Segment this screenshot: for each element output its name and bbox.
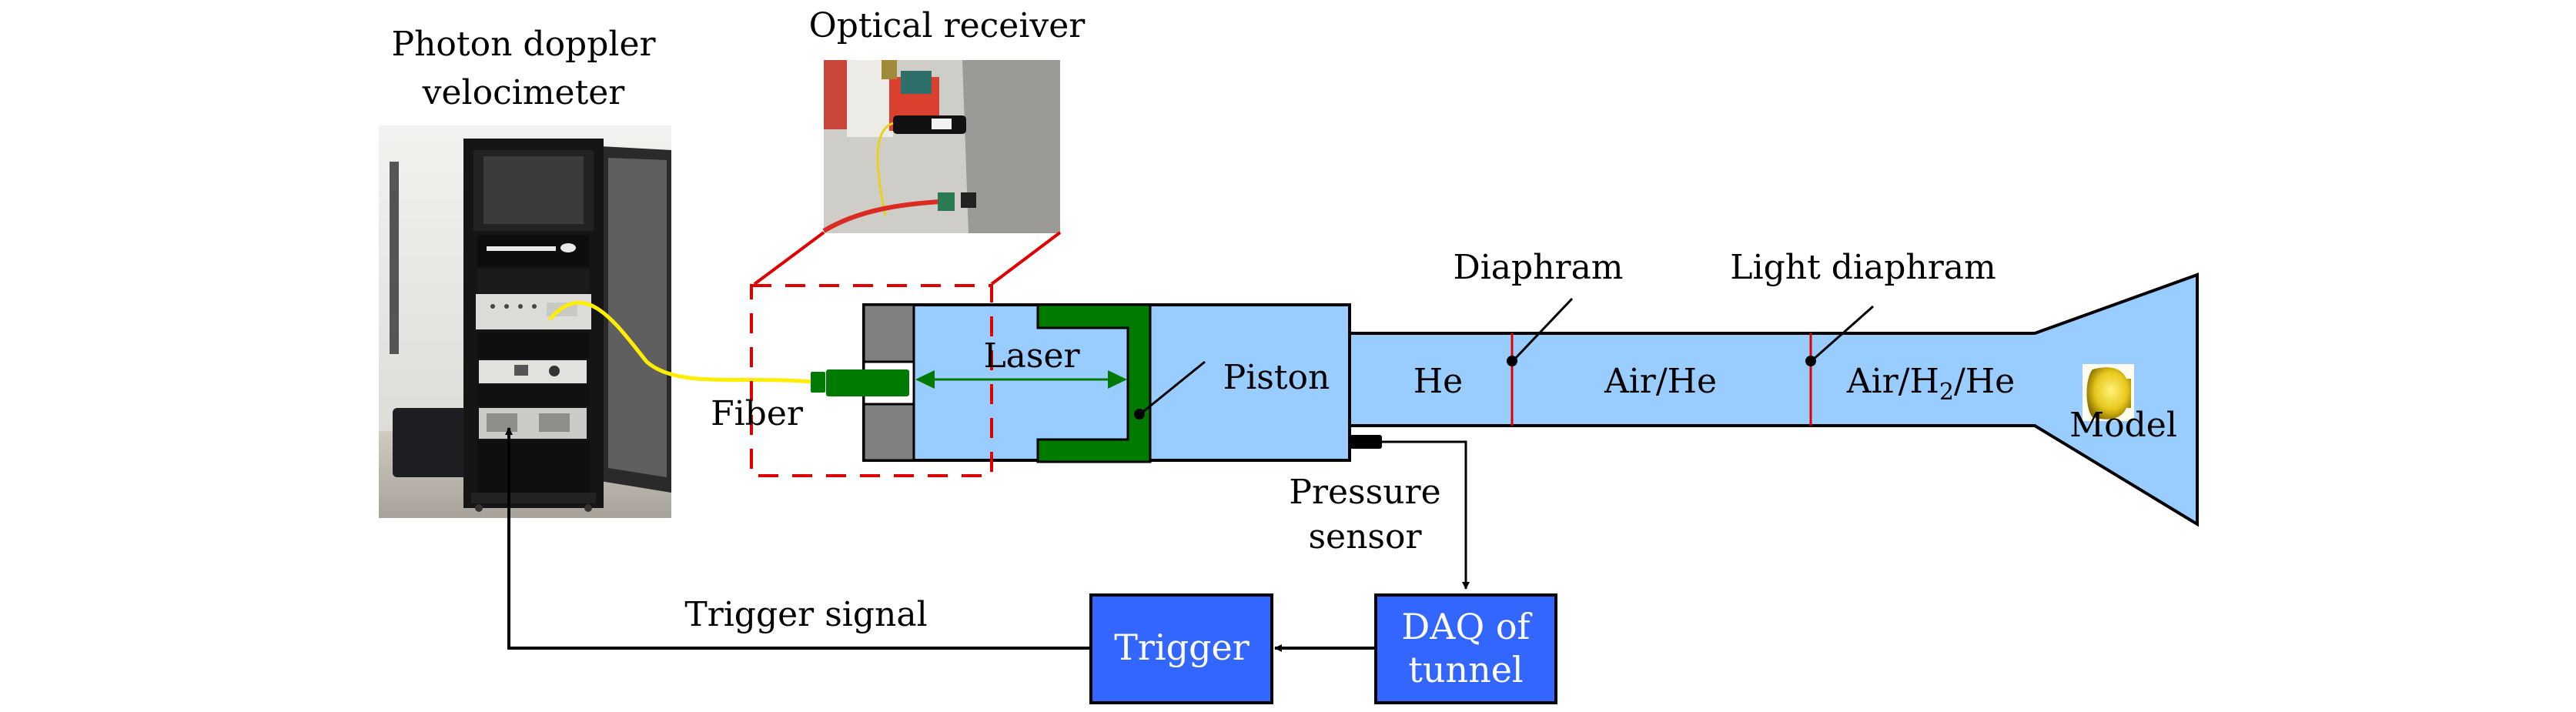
piston-label: Piston — [1223, 358, 1330, 397]
capsule-model-icon — [2083, 364, 2134, 421]
laser-arrowhead-right — [1108, 370, 1127, 389]
gas-section-he: He — [1413, 362, 1463, 401]
driven-tube — [1348, 272, 2199, 527]
trigger-box-label: Trigger — [1114, 627, 1250, 668]
sensor-wire — [1382, 440, 1470, 590]
laser-arrowhead-left — [915, 370, 935, 389]
trigger-signal-line — [505, 427, 1091, 650]
diaphragm-pointer-dot — [1507, 356, 1517, 366]
pdv-label-line2: velocimeter — [422, 73, 626, 112]
pressure-sensor-label-line1: Pressure — [1289, 473, 1440, 512]
pdv-label-line1: Photon doppler — [391, 25, 656, 64]
gas-section-air-he: Air/He — [1604, 362, 1717, 401]
optical-receiver-photo — [822, 60, 1060, 233]
zoom-line-right — [990, 231, 1062, 286]
diaphragm-label: Diaphram — [1453, 248, 1623, 287]
piston — [1036, 303, 1152, 463]
pressure-sensor-label-line2: sensor — [1308, 517, 1422, 557]
light-diaphragm-pointer-dot — [1805, 356, 1816, 366]
optical-receiver-label: Optical receiver — [809, 6, 1086, 45]
end-cap-bottom — [862, 403, 915, 462]
daq-box — [1374, 593, 1557, 704]
zoom-region-box — [750, 284, 993, 477]
fiber-probe — [811, 369, 909, 396]
pdv-rack-photo — [379, 125, 671, 518]
laser-label: Laser — [983, 336, 1080, 376]
daq-box-label-line2: tunnel — [1408, 649, 1523, 690]
piston-pointer-dot — [1134, 409, 1145, 420]
end-cap-top — [862, 303, 915, 363]
trigger-signal-label: Trigger signal — [684, 595, 927, 634]
fiber-label: Fiber — [711, 394, 804, 433]
daq-box-label-line1: DAQ of — [1401, 606, 1532, 647]
model-label: Model — [2069, 406, 2177, 445]
gas-section-air-h2-he: Air/H2/He — [1846, 362, 2015, 406]
pressure-sensor — [1350, 435, 1382, 449]
light-diaphragm-label: Light diaphram — [1730, 248, 1996, 287]
trigger-box — [1089, 593, 1273, 704]
fiber-cable — [548, 300, 811, 384]
zoom-line-left — [753, 231, 825, 286]
